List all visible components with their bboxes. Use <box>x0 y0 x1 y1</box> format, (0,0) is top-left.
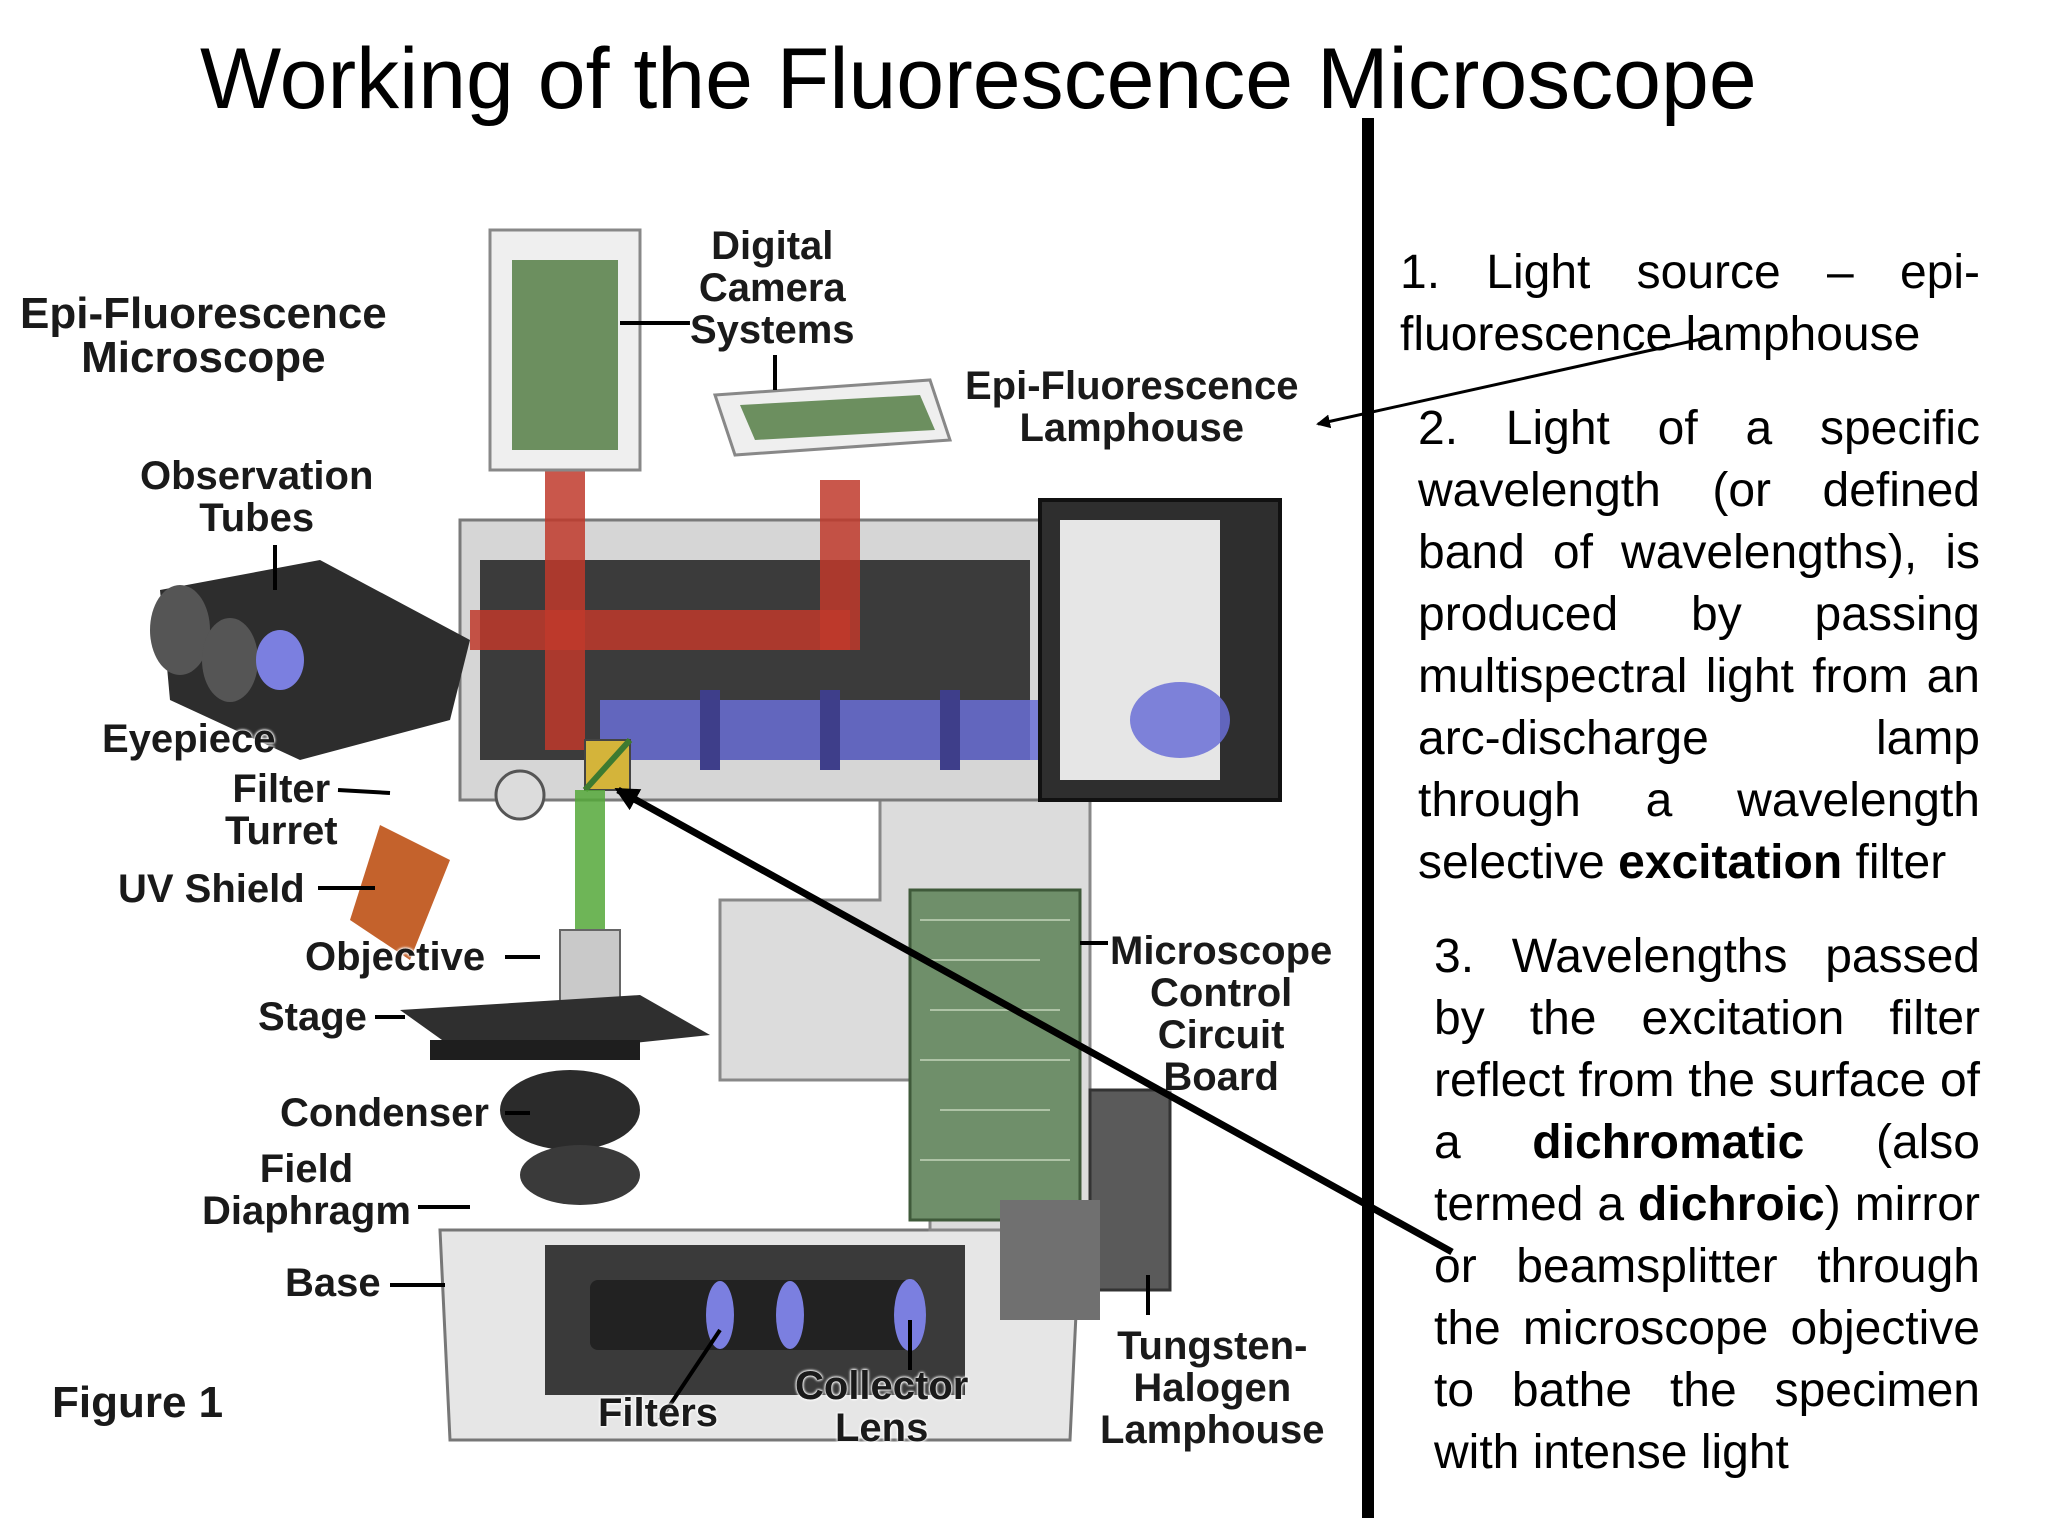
step-3-text-a: Wavelengths passed by the excitation fil… <box>1434 930 1980 1169</box>
imaging-beam-vertical <box>545 460 585 750</box>
label-observation-tubes: Observation Tubes <box>140 454 374 540</box>
label-epi-lamphouse: Epi-Fluorescence Lamphouse <box>965 364 1299 450</box>
filter-turret-knob <box>494 769 546 821</box>
tungsten-lamphouse-box <box>1088 1088 1172 1292</box>
step-3: 3. Wavelengths passed by the excitation … <box>1434 926 1980 1484</box>
label-uv-shield: UV Shield <box>118 867 305 911</box>
label-filter-turret: Filter Turret <box>225 767 338 853</box>
label-filters: Filters <box>598 1391 719 1435</box>
step-1-text: Light source – epi-fluorescence lamphous… <box>1400 246 1980 361</box>
step-3-text-c: ) mirror or beamsplitter through the mic… <box>1434 1178 1980 1479</box>
step-3-number: 3. <box>1434 930 1475 983</box>
label-condenser: Condenser <box>280 1091 489 1135</box>
step-3-bold-dichroic: dichroic <box>1638 1178 1825 1231</box>
label-field-diaphragm: Field Diaphragm <box>202 1147 411 1233</box>
label-stage: Stage <box>258 995 367 1039</box>
base-lens-train <box>590 1279 926 1351</box>
observation-tubes <box>150 560 470 760</box>
uv-shield-plate <box>350 825 450 960</box>
slide-title: Working of the Fluorescence Microscope <box>200 31 1757 127</box>
circuit-board <box>908 888 1082 1222</box>
label-tungsten-lamphouse: Tungsten- Halogen Lamphouse <box>1100 1324 1325 1452</box>
label-objective: Objective <box>305 935 486 979</box>
label-eyepiece: Eyepiece <box>102 717 276 761</box>
figure-heading: Epi-Fluorescence Microscope <box>20 289 387 382</box>
step-1-number: 1. <box>1400 246 1441 299</box>
label-control-board: Microscope Control Circuit Board <box>1110 929 1333 1099</box>
step-3-text-b: (also termed a <box>1434 1116 1980 1231</box>
condenser-body <box>500 1070 640 1150</box>
step-2-number: 2. <box>1418 402 1459 455</box>
label-collector-lens: Collector Lens <box>795 1364 969 1450</box>
step-2: 2. Light of a specific wavelength (or de… <box>1418 398 1980 894</box>
column-divider <box>1362 118 1374 1518</box>
label-base: Base <box>285 1261 381 1305</box>
arrow-to-epi-lamphouse <box>1316 334 1716 429</box>
step-1: 1. Light source – epi-fluorescence lamph… <box>1400 242 1980 366</box>
label-digital-camera: Digital Camera Systems <box>690 224 855 352</box>
arrow-to-dichroic-mirror <box>614 786 1454 1256</box>
step-2-text-b: filter <box>1842 836 1947 889</box>
step-2-text-a: Light of a specific wavelength (or defin… <box>1418 402 1980 889</box>
step-2-bold-excitation: excitation <box>1618 836 1843 889</box>
imaging-beam-horizontal <box>470 610 850 650</box>
figure-caption: Figure 1 <box>52 1378 224 1427</box>
step-3-bold-dichromatic: dichromatic <box>1532 1116 1805 1169</box>
